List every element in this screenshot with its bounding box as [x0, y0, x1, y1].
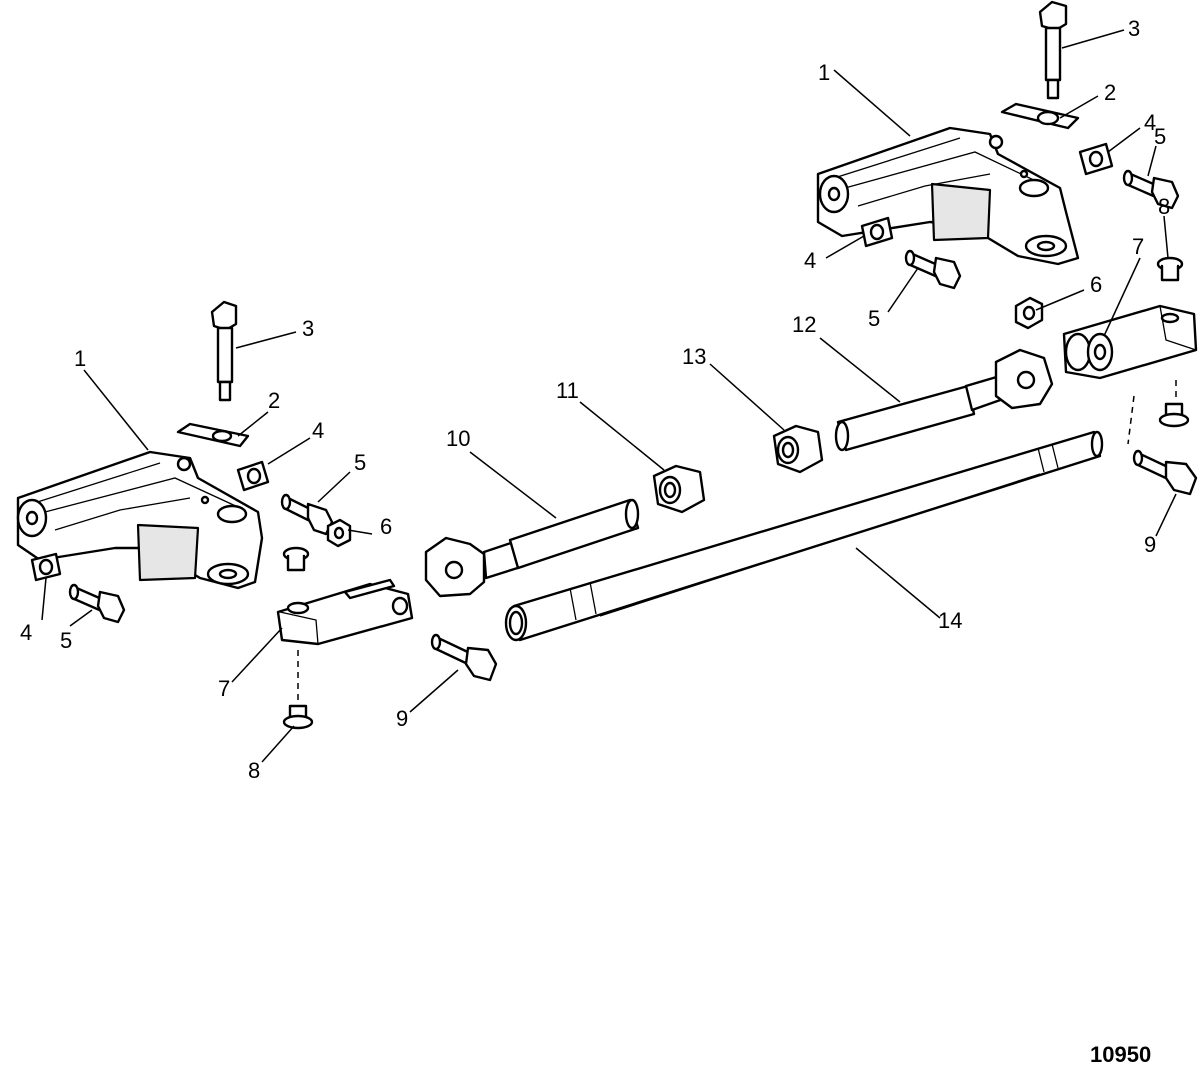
callout-6-left: 6 [380, 514, 392, 539]
left-bolt-5-lower [68, 583, 126, 624]
left-bolt-9 [430, 633, 498, 682]
right-washer-4-lower [860, 216, 894, 248]
right-clevis-7 [1062, 304, 1198, 380]
right-bolt-9 [1132, 449, 1198, 496]
right-mounting-bracket [816, 126, 1080, 266]
callout-13: 13 [682, 344, 706, 369]
callout-5-left-lower: 5 [60, 628, 72, 653]
callout-9-left: 9 [396, 706, 408, 731]
leader-lines [41, 29, 1177, 763]
callout-6-right: 6 [1090, 272, 1102, 297]
callout-5-left-upper: 5 [354, 450, 366, 475]
callout-3-right: 3 [1128, 16, 1140, 41]
left-washer-4-lower [30, 552, 62, 582]
callout-11: 11 [556, 378, 579, 403]
callout-3-left: 3 [302, 316, 314, 341]
right-bushing-8-top [1156, 256, 1184, 282]
callout-12: 12 [792, 312, 816, 337]
left-plate-2 [176, 422, 250, 448]
callout-10: 10 [446, 426, 470, 451]
callout-4-left-lower: 4 [20, 620, 32, 645]
tie-bar-tube-14 [504, 430, 1104, 642]
callouts: 1 2 3 4 4 5 5 6 7 8 9 10 11 12 13 14 1 2… [20, 16, 1170, 783]
rod-end-10 [424, 498, 640, 598]
callout-1-right: 1 [818, 60, 830, 85]
right-plate-2 [1000, 102, 1080, 130]
left-washer-4-upper [236, 460, 270, 492]
left-bolt-5-upper [280, 493, 334, 536]
left-bushing-8-bottom [282, 704, 314, 730]
left-bushing-8-top [282, 546, 310, 572]
figure-number: 10950 [1090, 1042, 1151, 1067]
left-mounting-bracket [16, 450, 264, 590]
callout-5-right-lower: 5 [868, 306, 880, 331]
rod-end-12 [834, 348, 1054, 452]
callout-4-left-upper: 4 [312, 418, 324, 443]
callout-8-left: 8 [248, 758, 260, 783]
right-bolt-5-lower [904, 249, 962, 290]
callout-7-right: 7 [1132, 234, 1144, 259]
callout-4-right-lower: 4 [804, 248, 816, 273]
callout-4-right-upper: 4 [1144, 110, 1156, 135]
left-bolt-3 [210, 300, 238, 402]
callout-2-right: 2 [1104, 80, 1116, 105]
callout-5-right-upper: 5 [1154, 124, 1166, 149]
callout-8-right: 8 [1158, 194, 1170, 219]
nut-11 [652, 464, 706, 514]
right-bushing-8-bottom [1158, 402, 1190, 428]
left-clevis-7 [276, 578, 414, 646]
callout-9-right: 9 [1144, 532, 1156, 557]
right-bolt-5-upper [1122, 169, 1180, 210]
callout-7-left: 7 [218, 676, 230, 701]
right-nut-6 [1014, 296, 1044, 330]
right-bolt-3 [1038, 0, 1068, 100]
left-nut-6 [326, 518, 352, 548]
right-washer-4-upper [1078, 142, 1114, 176]
nut-13 [772, 424, 824, 474]
callout-14: 14 [938, 608, 962, 633]
callout-1-left: 1 [74, 346, 86, 371]
callout-2-left: 2 [268, 388, 280, 413]
